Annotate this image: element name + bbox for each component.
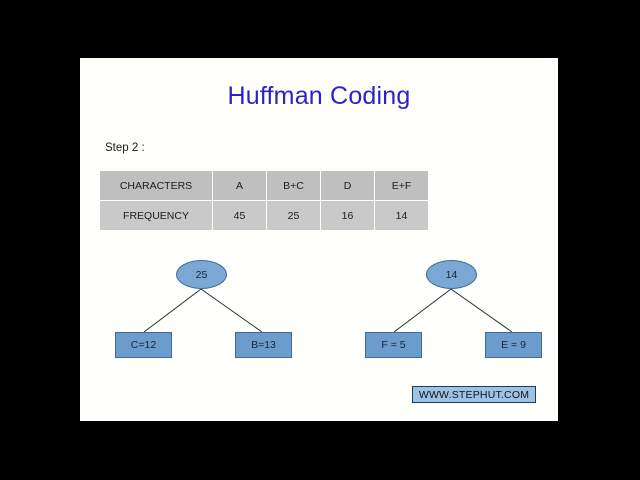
page-title: Huffman Coding (227, 82, 411, 110)
table-cell-char-4: E+F (374, 170, 429, 201)
presentation-slide: Huffman Coding Step 2 : CHARACTERS A B+C… (80, 58, 558, 421)
table-cell-freq-4: 14 (374, 200, 429, 231)
frequency-table: CHARACTERS A B+C D E+F FREQUENCY 45 25 1… (99, 170, 429, 231)
tree-edges-right (393, 288, 513, 333)
tree-node-left-child-left: C=12 (115, 332, 172, 358)
table-row: CHARACTERS A B+C D E+F (99, 170, 429, 201)
watermark-badge: WWW.STEPHUT.COM (412, 386, 536, 403)
table-row: FREQUENCY 45 25 16 14 (99, 200, 429, 231)
huffman-subtree-right: 14 F = 5 E = 9 (340, 256, 558, 366)
tree-node-root-right: 14 (426, 260, 477, 289)
tree-edges-left (143, 288, 263, 333)
table-cell-char-2: B+C (266, 170, 321, 201)
table-cell-char-3: D (320, 170, 375, 201)
table-cell-freq-2: 25 (266, 200, 321, 231)
tree-node-root-left: 25 (176, 260, 227, 289)
step-label: Step 2 : (105, 142, 145, 154)
huffman-subtree-left: 25 C=12 B=13 (90, 256, 310, 366)
table-cell-char-1: A (212, 170, 267, 201)
table-row-header-frequency: FREQUENCY (99, 200, 213, 231)
tree-node-left-child-right: F = 5 (365, 332, 422, 358)
table-row-header-characters: CHARACTERS (99, 170, 213, 201)
tree-node-right-child-left: B=13 (235, 332, 292, 358)
tree-node-right-child-right: E = 9 (485, 332, 542, 358)
table-cell-freq-3: 16 (320, 200, 375, 231)
table-cell-freq-1: 45 (212, 200, 267, 231)
